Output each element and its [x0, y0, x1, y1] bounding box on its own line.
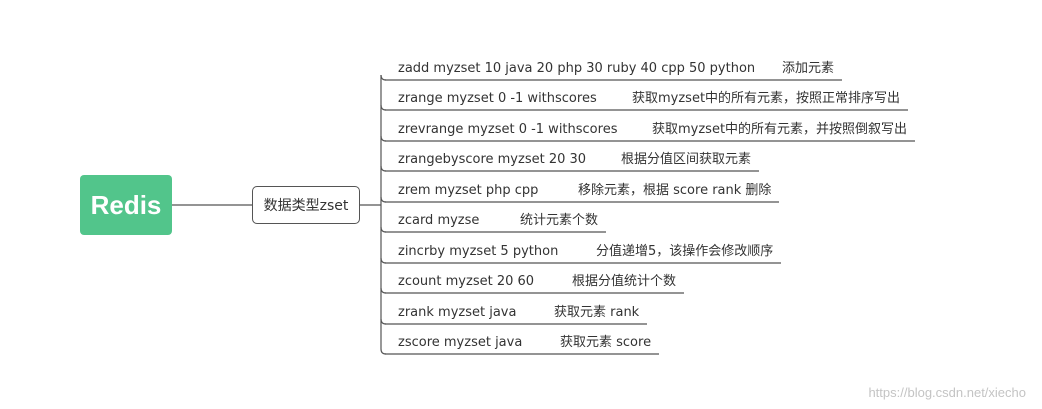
leaf-node-zcount[interactable]: zcount myzset 20 60 根据分值统计个数: [398, 273, 676, 291]
description-text: 根据分值区间获取元素: [621, 152, 752, 167]
description-text: 添加元素: [782, 61, 835, 76]
command-text: zrem myzset php cpp: [398, 183, 539, 198]
description-text: 获取myzset中的所有元素，并按照倒叙写出: [652, 122, 908, 137]
leaf-elbow: [380, 257, 387, 264]
command-text: zscore myzset java: [398, 335, 523, 350]
branch-node-zset[interactable]: 数据类型zset: [252, 186, 360, 224]
command-text: zrank myzset java: [398, 305, 517, 320]
description-text: 分值递增5，该操作会修改顺序: [596, 244, 774, 259]
description-text: 移除元素，根据 score rank 删除: [578, 183, 772, 198]
leaf-elbow: [380, 104, 387, 111]
command-text: zrevrange myzset 0 -1 withscores: [398, 122, 618, 137]
command-text: zcard myzse: [398, 213, 480, 228]
leaf-elbow: [380, 135, 387, 142]
leaf-node-zrevrange[interactable]: zrevrange myzset 0 -1 withscores 获取myzset…: [398, 121, 907, 139]
watermark: https://blog.csdn.net/xiecho: [868, 385, 1026, 400]
leaf-node-zrangebyscore[interactable]: zrangebyscore myzset 20 30 根据分值区间获取元素: [398, 151, 751, 169]
leaf-node-zcard[interactable]: zcard myzse 统计元素个数: [398, 212, 598, 230]
description-text: 统计元素个数: [520, 213, 599, 228]
leaf-node-zrank[interactable]: zrank myzset java 获取元素 rank: [398, 304, 639, 322]
leaf-node-zrem[interactable]: zrem myzset php cpp 移除元素，根据 score rank 删除: [398, 182, 771, 200]
leaf-elbow: [380, 348, 387, 355]
leaf-elbow: [380, 196, 387, 203]
command-text: zcount myzset 20 60: [398, 274, 535, 289]
leaf-elbow: [380, 226, 387, 233]
root-label: Redis: [90, 189, 162, 220]
root-node[interactable]: Redis: [80, 175, 172, 235]
leaf-elbow: [380, 74, 387, 81]
leaf-node-zrange[interactable]: zrange myzset 0 -1 withscores 获取myzset中的所…: [398, 90, 900, 108]
command-text: zrangebyscore myzset 20 30: [398, 152, 587, 167]
leaf-elbow: [380, 165, 387, 172]
leaf-elbow: [380, 287, 387, 294]
description-text: 获取myzset中的所有元素，按照正常排序写出: [632, 91, 901, 106]
branch-label: 数据类型zset: [263, 198, 349, 214]
description-text: 获取元素 score: [560, 335, 652, 350]
command-text: zrange myzset 0 -1 withscores: [398, 91, 597, 106]
description-text: 根据分值统计个数: [572, 274, 677, 289]
leaf-elbow: [380, 318, 387, 325]
command-text: zincrby myzset 5 python: [398, 244, 559, 259]
leaf-node-zadd[interactable]: zadd myzset 10 java 20 php 30 ruby 40 cp…: [398, 60, 834, 78]
command-text: zadd myzset 10 java 20 php 30 ruby 40 cp…: [398, 61, 756, 76]
leaf-node-zscore[interactable]: zscore myzset java 获取元素 score: [398, 334, 651, 352]
leaf-node-zincrby[interactable]: zincrby myzset 5 python 分值递增5，该操作会修改顺序: [398, 243, 773, 261]
description-text: 获取元素 rank: [554, 305, 640, 320]
